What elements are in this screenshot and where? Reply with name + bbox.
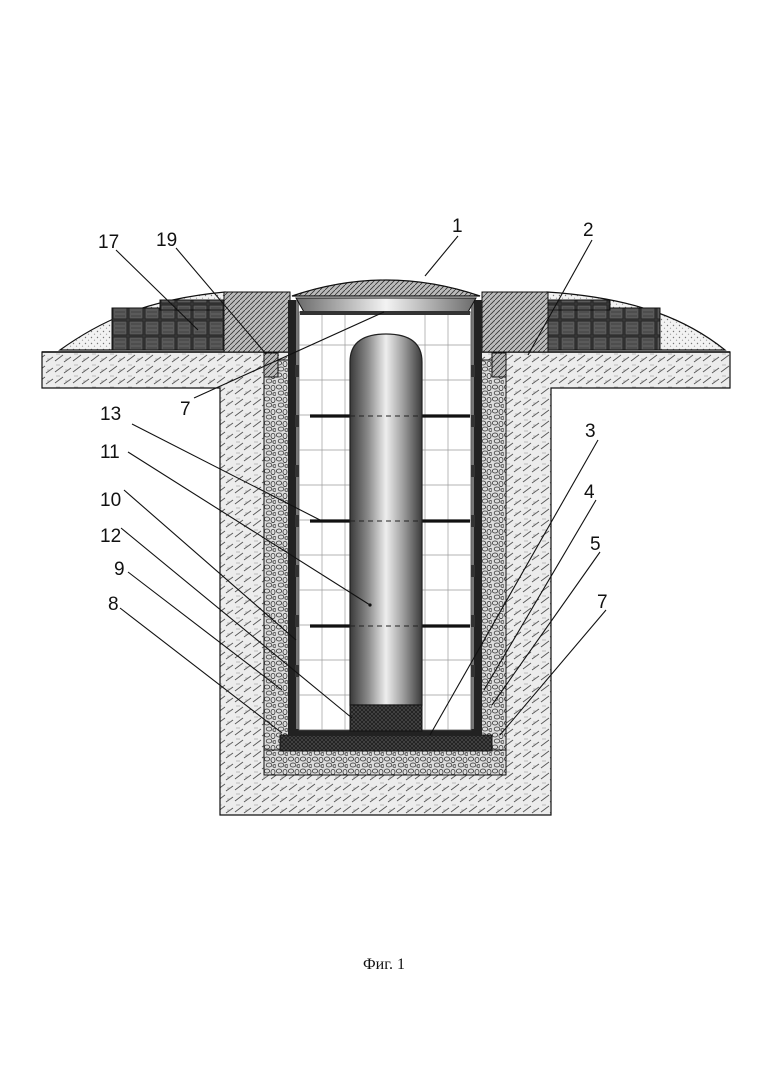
label-8: 8 xyxy=(108,594,119,615)
label-10: 10 xyxy=(100,490,121,511)
label-2: 2 xyxy=(583,220,594,241)
shaft-lid xyxy=(291,279,481,315)
label-1: 1 xyxy=(452,216,463,237)
label-5: 5 xyxy=(590,534,601,555)
label-9: 9 xyxy=(114,559,125,580)
figure-caption: Фиг. 1 xyxy=(363,956,405,973)
label-12: 12 xyxy=(100,526,121,547)
label-19: 19 xyxy=(156,230,177,251)
label-7-left: 7 xyxy=(180,399,191,420)
label-7-right: 7 xyxy=(597,592,608,613)
callout-labels: 1 2 3 4 5 7 7 8 9 10 11 12 13 17 19 xyxy=(98,216,608,615)
label-13: 13 xyxy=(100,404,121,425)
leader-lines xyxy=(115,235,607,736)
label-3: 3 xyxy=(585,421,596,442)
waste-canister xyxy=(349,333,423,732)
label-4: 4 xyxy=(584,482,595,503)
spacer-bars xyxy=(310,414,470,628)
label-17: 17 xyxy=(98,232,119,253)
block-layer xyxy=(111,291,661,353)
leader-dot xyxy=(368,603,372,607)
gravel-backfill xyxy=(263,352,507,776)
label-11: 11 xyxy=(100,442,120,463)
